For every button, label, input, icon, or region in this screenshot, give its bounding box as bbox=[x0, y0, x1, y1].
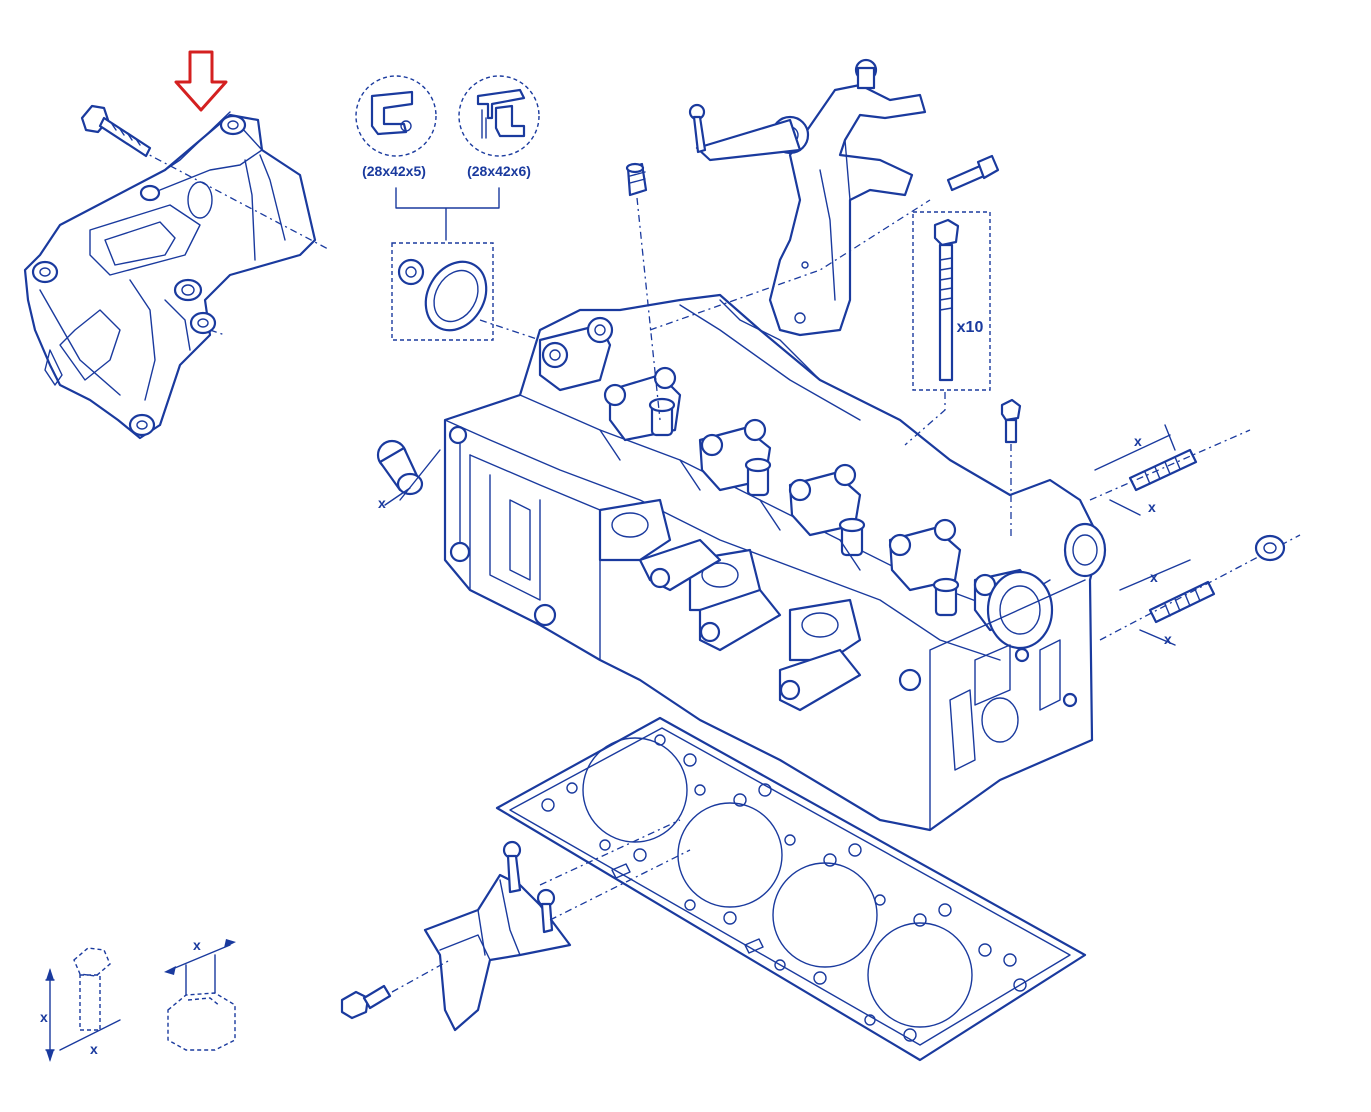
dim-mark-6: x bbox=[40, 1009, 48, 1025]
stud-upper bbox=[1089, 424, 1251, 516]
dim-mark-2: x bbox=[1148, 499, 1156, 515]
cylinder-head bbox=[443, 293, 1107, 832]
bracket-bolt bbox=[80, 104, 152, 158]
dim-mark-7: x bbox=[90, 1041, 98, 1057]
seal-detail-b bbox=[458, 75, 540, 157]
dim-mark-8: x bbox=[193, 937, 201, 953]
mount-bolt bbox=[340, 959, 451, 1020]
short-bolt bbox=[1000, 398, 1022, 540]
nut-height-detail bbox=[164, 939, 236, 1051]
engine-mount-bracket bbox=[423, 819, 691, 1032]
nut bbox=[1254, 534, 1286, 562]
small-bolt bbox=[946, 154, 1000, 192]
bolt-quantity-label: x10 bbox=[957, 319, 984, 336]
down-arrow-outline-icon bbox=[174, 50, 228, 112]
head-gasket bbox=[495, 716, 1087, 1062]
dowel-sleeve bbox=[376, 439, 441, 506]
head-bolt bbox=[904, 211, 991, 446]
valve-stem-seal bbox=[625, 162, 661, 421]
seal-a-size-label: (28x42x5) bbox=[362, 163, 426, 179]
bolt-length-detail bbox=[45, 947, 121, 1062]
seal-kit bbox=[391, 242, 541, 341]
lifting-bracket bbox=[649, 58, 931, 337]
dim-mark-3: x bbox=[1150, 569, 1158, 585]
dim-mark-4: x bbox=[1164, 631, 1172, 647]
seal-detail-a bbox=[355, 75, 437, 157]
dim-mark-5: x bbox=[378, 495, 386, 511]
dim-mark-1: x bbox=[1134, 433, 1142, 449]
seal-b-size-label: (28x42x6) bbox=[467, 163, 531, 179]
accessory-bracket bbox=[23, 111, 331, 440]
